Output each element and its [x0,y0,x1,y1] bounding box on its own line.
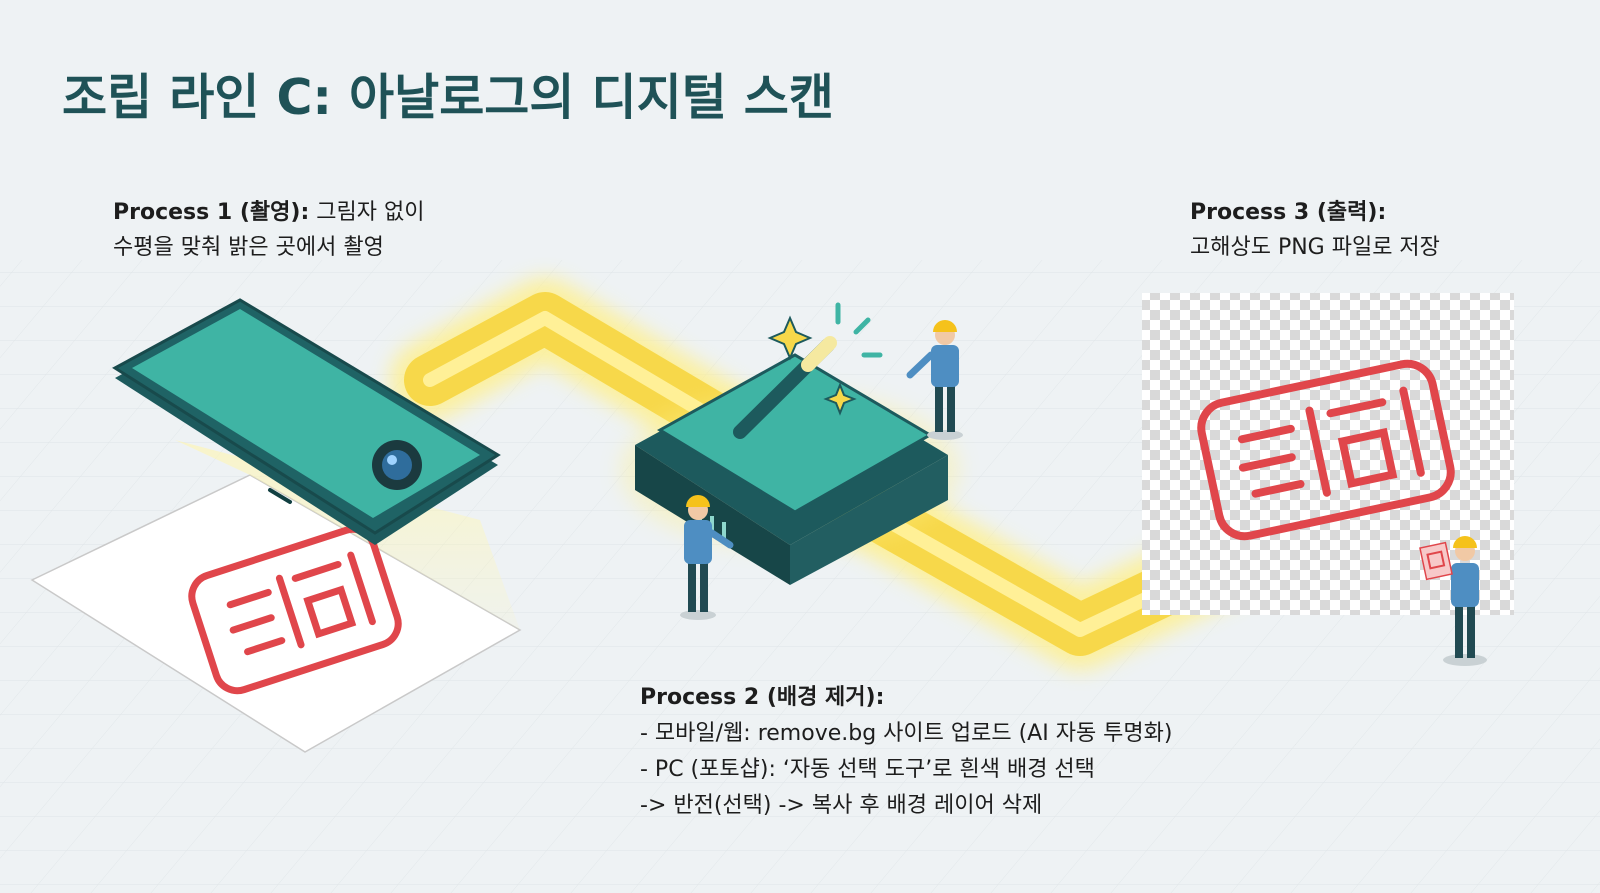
process-3-heading: Process 3 (출력): [1190,200,1386,225]
process-3-caption: Process 3 (출력): 고해상도 PNG 파일로 저장 [1190,195,1440,265]
process-2-line-2: - PC (포토샵): ‘자동 선택 도구’로 흰색 배경 선택 [640,752,1173,788]
process-3-line-1: 고해상도 PNG 파일로 저장 [1190,230,1440,265]
process-2-line-1: - 모바일/웹: remove.bg 사이트 업로드 (AI 자동 투명화) [640,716,1173,752]
process-2-heading: Process 2 (배경 제거): [640,685,884,710]
process-1-heading: Process 1 (촬영): [113,200,309,225]
process-2-caption: Process 2 (배경 제거): - 모바일/웹: remove.bg 사이… [640,680,1173,824]
process-1-caption: Process 1 (촬영): 그림자 없이 수평을 맞춰 밝은 곳에서 촬영 [113,195,424,265]
page-title: 조립 라인 C: 아날로그의 디지털 스캔 [62,58,834,129]
process-2-line-3: -> 반전(선택) -> 복사 후 배경 레이어 삭제 [640,788,1173,824]
process-1-line-1: 그림자 없이 [316,200,424,225]
process-1-line-2: 수평을 맞춰 밝은 곳에서 촬영 [113,230,424,265]
